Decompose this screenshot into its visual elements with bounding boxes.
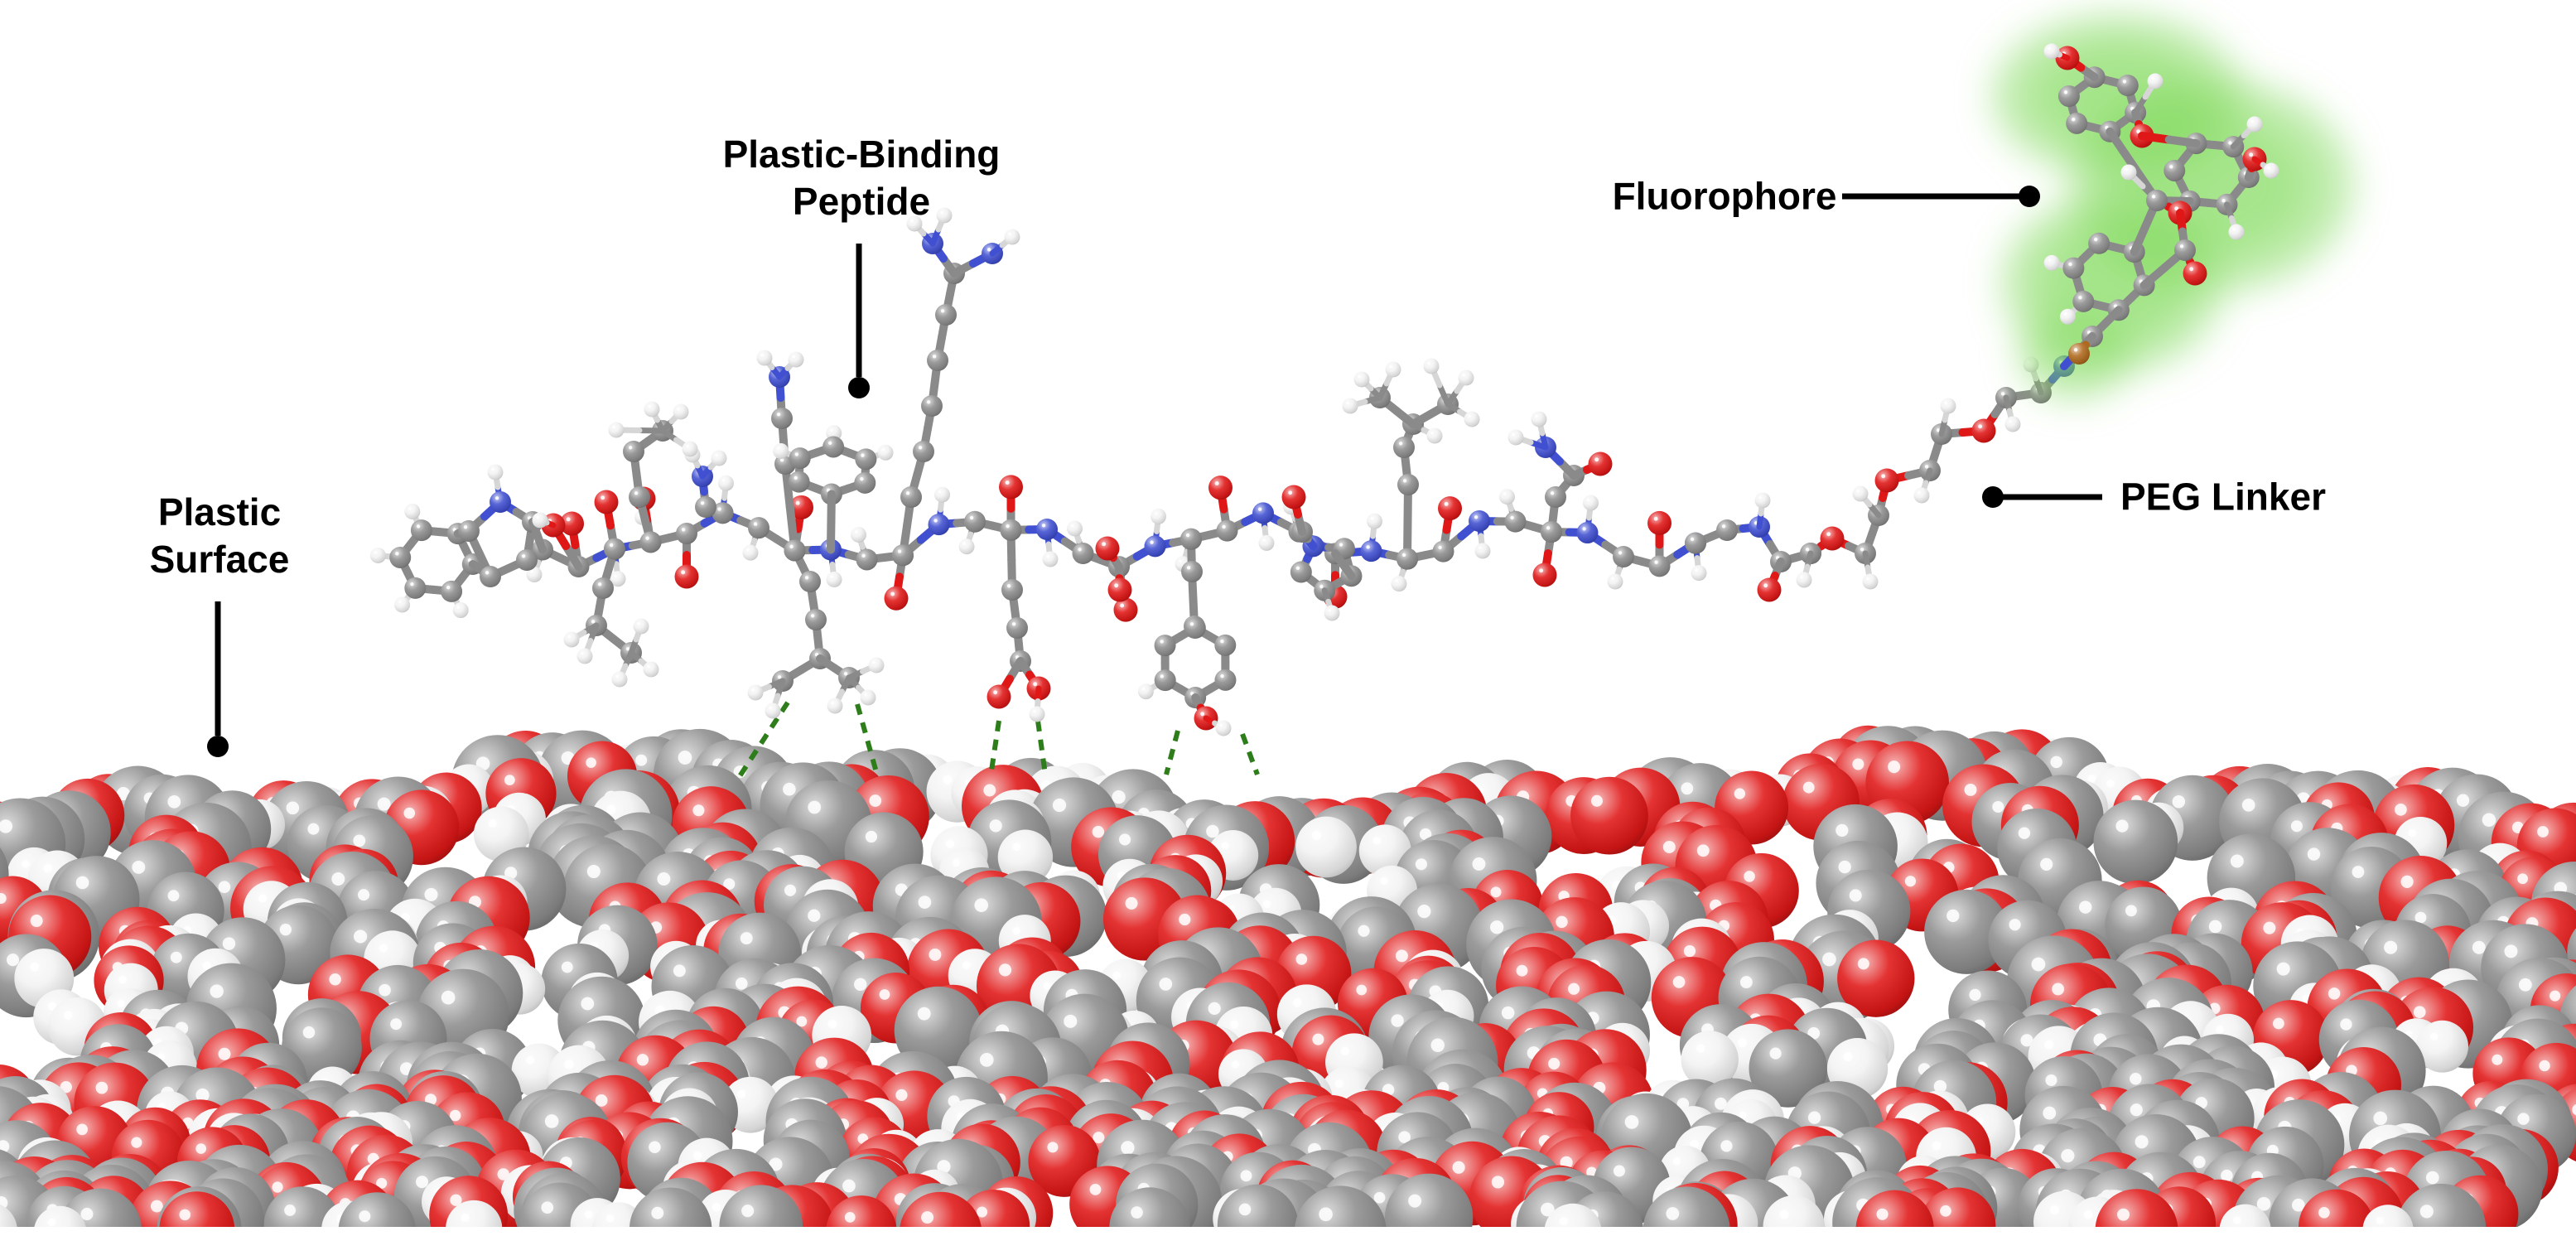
callout-annotations (207, 186, 2102, 757)
plastic-surface-model (0, 725, 2576, 1227)
callout-dot-plastic-binding-peptide (848, 377, 870, 398)
label-plastic-binding-peptide: Plastic-Binding Peptide (723, 131, 1001, 225)
label-text: Fluorophore (1612, 174, 1837, 218)
peptide-model (369, 207, 1821, 736)
surface-contact-dashes (737, 701, 1260, 778)
label-line-2: Surface (149, 538, 290, 581)
label-plastic-surface: Plastic Surface (150, 489, 290, 583)
callout-dot-plastic-surface (207, 736, 229, 757)
label-fluorophore: Fluorophore (1613, 173, 1837, 220)
label-peg-linker: PEG Linker (2120, 474, 2326, 521)
label-text: PEG Linker (2120, 475, 2326, 519)
label-line-1: Plastic (157, 490, 282, 534)
label-line-2: Peptide (792, 180, 931, 223)
peg-linker-model (1796, 355, 2075, 590)
label-line-1: Plastic-Binding (722, 133, 1001, 176)
fluorophore-model (1993, 15, 2352, 399)
callout-dot-fluorophore (2019, 186, 2040, 207)
callout-dot-peg-linker (1982, 486, 2004, 508)
